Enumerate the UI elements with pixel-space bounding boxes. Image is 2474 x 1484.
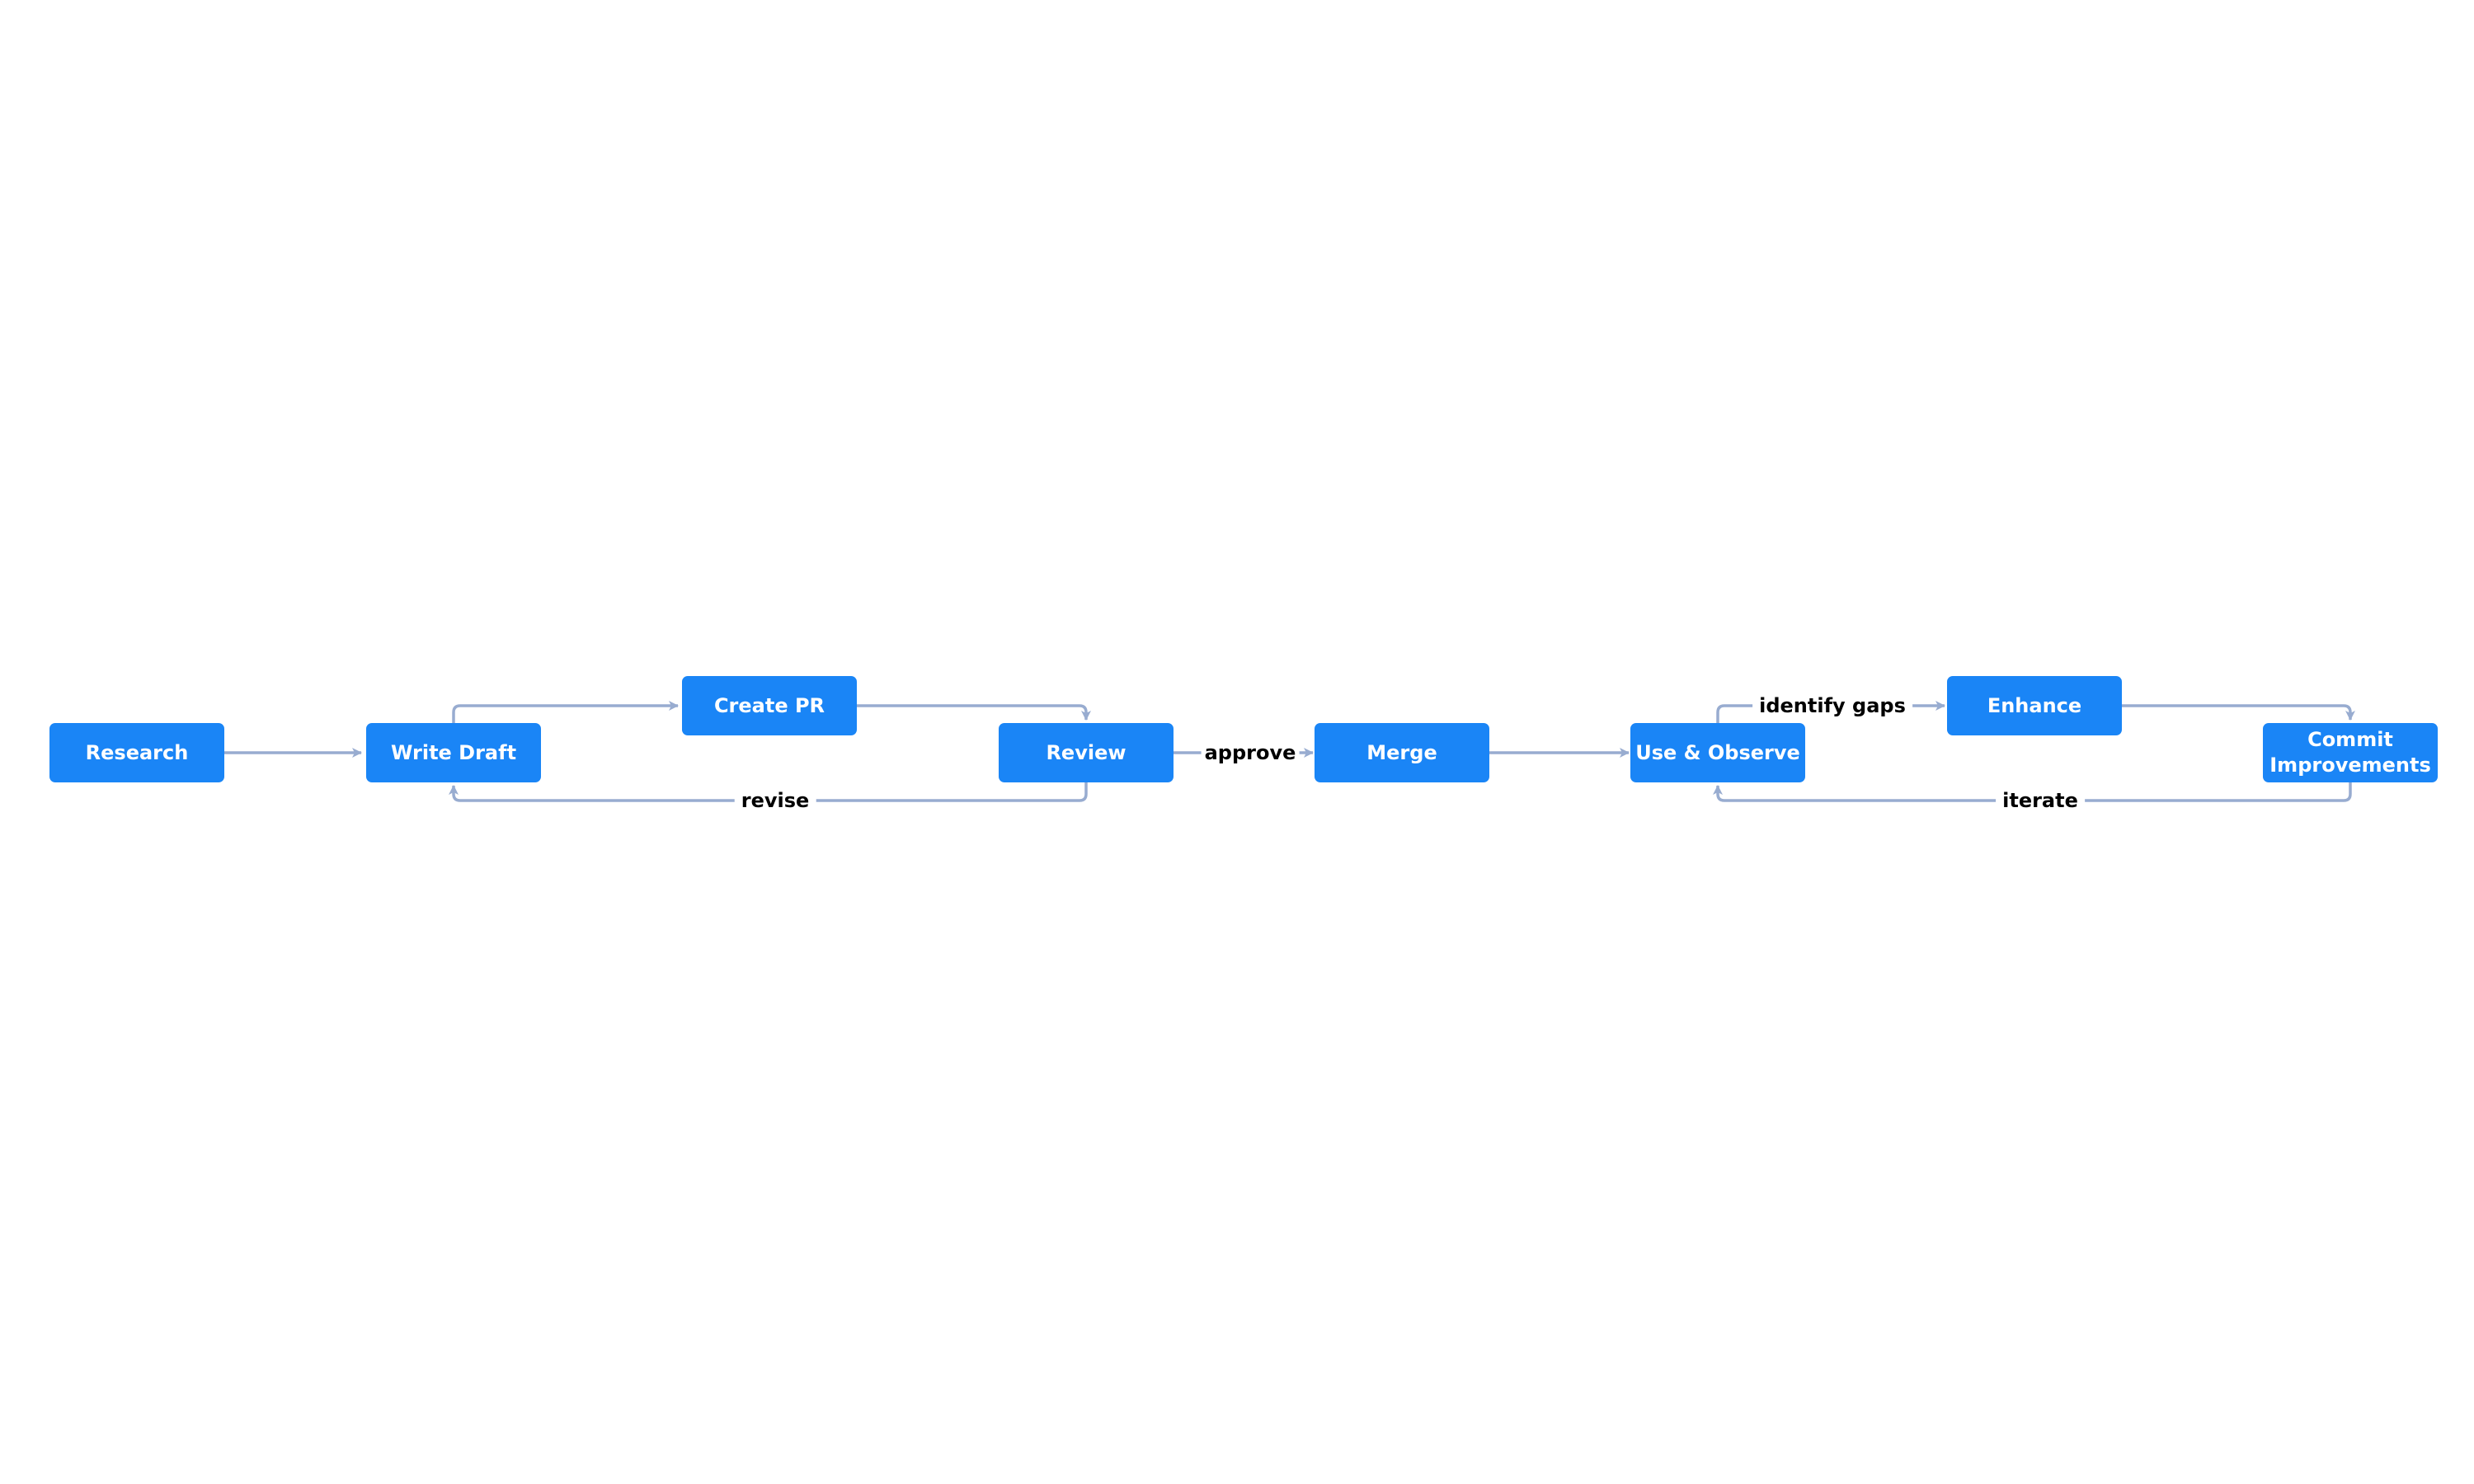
edge-write-draft-to-create-pr	[452, 701, 679, 723]
node-review[interactable]: Review	[999, 723, 1174, 782]
node-use-observe-label: Use & Observe	[1635, 740, 1800, 764]
node-use-observe[interactable]: Use & Observe	[1630, 723, 1805, 782]
node-research[interactable]: Research	[49, 723, 224, 782]
node-commit-improvements[interactable]: Commit Improvements	[2263, 723, 2438, 782]
node-research-label: Research	[85, 740, 189, 764]
node-merge-label: Merge	[1366, 740, 1437, 764]
node-enhance-label: Enhance	[1987, 693, 2082, 717]
edge-label-approve: approve	[1201, 740, 1300, 765]
node-write-draft[interactable]: Write Draft	[366, 723, 541, 782]
edge-create-pr-to-review	[856, 704, 1091, 721]
node-commit-improvements-label: Commit Improvements	[2269, 728, 2431, 777]
edge-label-identify-gaps: identify gaps	[1752, 693, 1912, 718]
edge-label-revise: revise	[734, 788, 816, 813]
edge-label-iterate: iterate	[1996, 788, 2085, 813]
node-write-draft-label: Write Draft	[390, 740, 517, 764]
node-enhance[interactable]: Enhance	[1947, 676, 2122, 735]
node-create-pr[interactable]: Create PR	[682, 676, 857, 735]
node-review-label: Review	[1046, 740, 1126, 764]
edge-use-observe-to-enhance	[1716, 701, 1945, 723]
node-create-pr-label: Create PR	[713, 693, 825, 717]
edge-enhance-to-commit-improvements	[2122, 704, 2355, 721]
node-merge[interactable]: Merge	[1315, 723, 1489, 782]
